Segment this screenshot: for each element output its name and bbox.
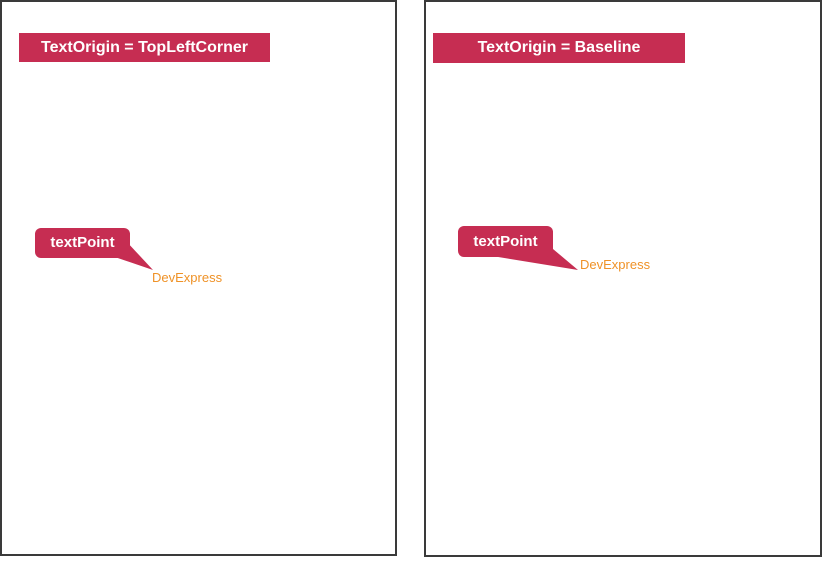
panel-header-label: TextOrigin = Baseline [477, 39, 641, 56]
rendered-text-annotation: DevExpress [580, 257, 651, 272]
callout-tail [492, 249, 578, 270]
panel-header-label: TextOrigin = TopLeftCorner [41, 39, 248, 56]
textpoint-callout: textPoint [35, 228, 130, 258]
panel-header-banner: TextOrigin = Baseline [433, 33, 685, 63]
textpoint-callout-label: textPoint [473, 233, 538, 250]
panel-top-left-corner: TextOrigin = TopLeftCorner textPoint Dev… [0, 0, 397, 556]
panel-baseline: TextOrigin = Baseline textPoint DevExpre… [424, 0, 822, 557]
textpoint-callout: textPoint [458, 226, 553, 257]
textpoint-callout-label: textPoint [50, 234, 115, 251]
rendered-text-annotation: DevExpress [152, 270, 223, 285]
panel-header-banner: TextOrigin = TopLeftCorner [19, 33, 270, 62]
